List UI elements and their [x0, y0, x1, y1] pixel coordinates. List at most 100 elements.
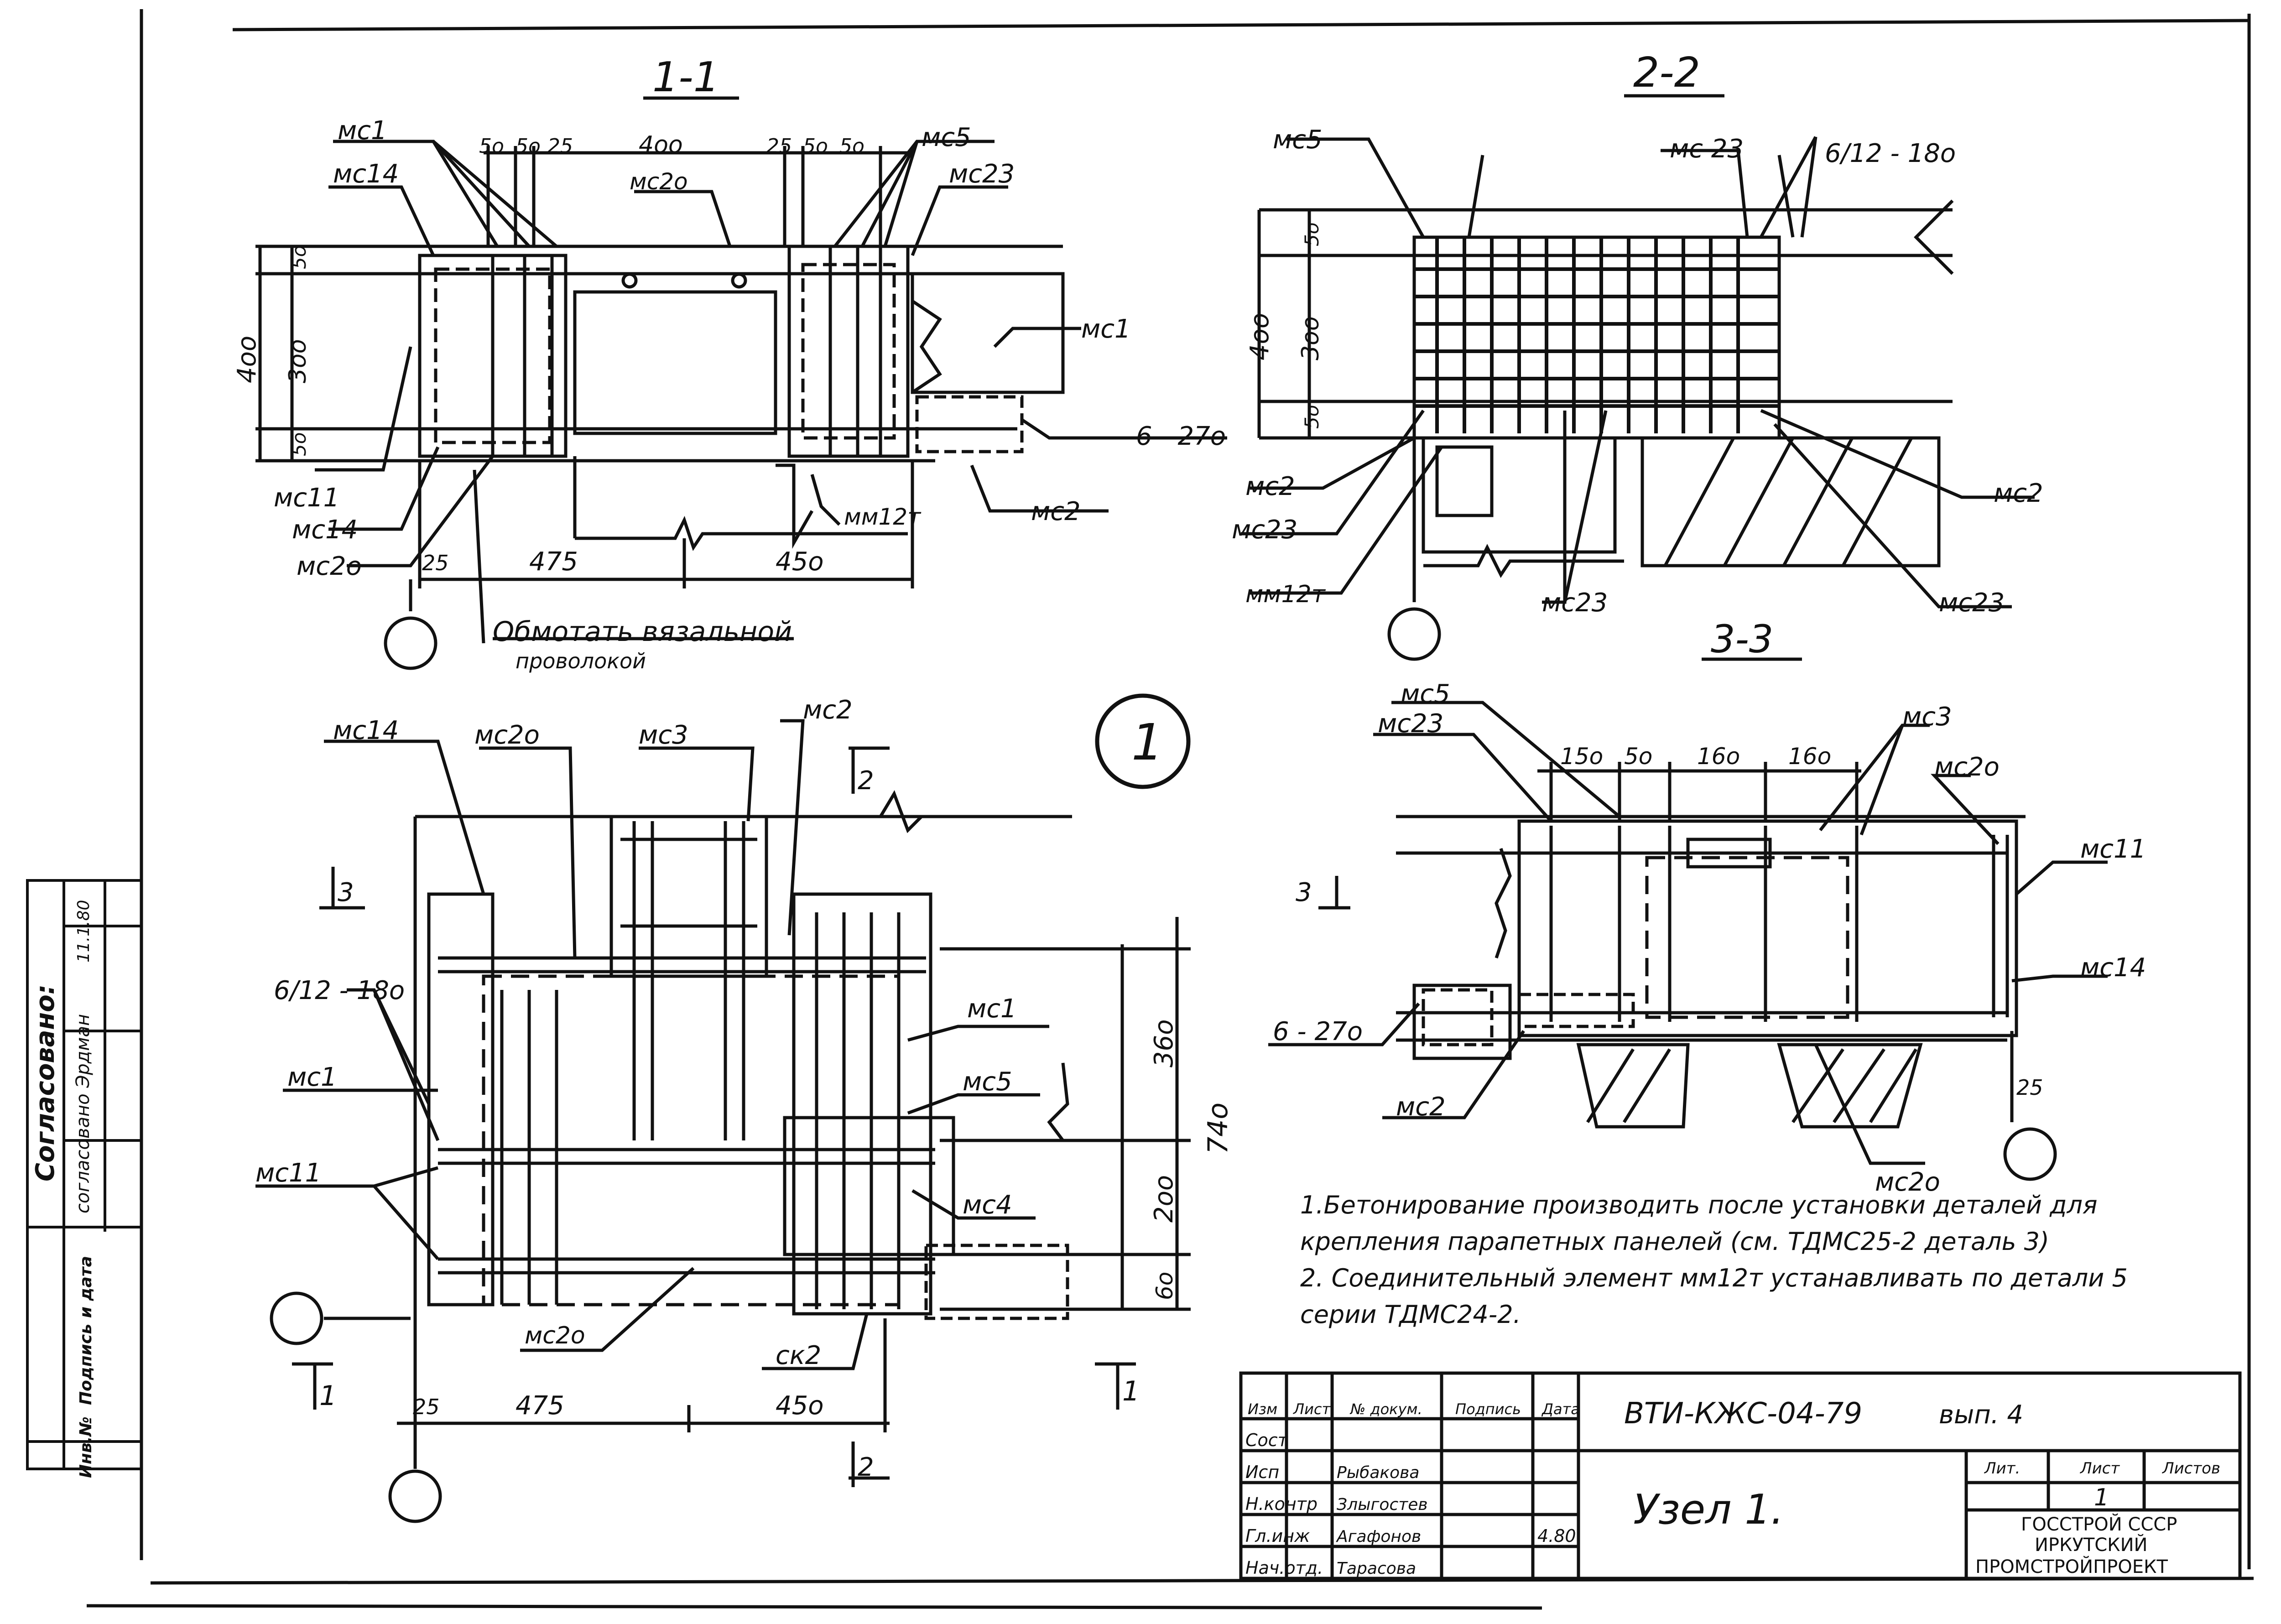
label-plan-mc2: мс2 — [803, 695, 853, 725]
tb-org-1: ГОССТРОЙ СССР — [2021, 1513, 2177, 1535]
cut-plan-3: 3 — [338, 878, 354, 907]
label-33-mc14: мс14 — [2080, 953, 2146, 983]
note-2b: серии ТДМС24-2. — [1300, 1300, 1521, 1329]
tb-hdr-sheets: Листов — [2161, 1459, 2220, 1478]
label-11-mc14-top: мс14 — [333, 159, 399, 189]
label-plan-mc11: мс11 — [255, 1158, 321, 1188]
label-11-mc5: мс5 — [922, 123, 971, 152]
note-11-wire-1: Обмотать вязальной — [493, 616, 792, 648]
label-22-mm12: мм12т — [1245, 581, 1326, 608]
tb-row-1: Исп — [1245, 1462, 1279, 1482]
label-33-bar: 6 - 27о — [1273, 1017, 1363, 1046]
label-22-mc23-left: мс23 — [1232, 515, 1297, 545]
dim-11-top-3: 4оо — [639, 131, 683, 159]
tb-name-2: Злыгостев — [1337, 1495, 1428, 1514]
side-signature-date: Подпись и дата — [77, 1256, 95, 1405]
label-plan-mc1-left: мс1 — [287, 1062, 337, 1092]
cut-plan-1-left: 1 — [319, 1380, 337, 1412]
label-plan-mc5: мс5 — [963, 1067, 1012, 1097]
dim-plan-740: 74о — [1202, 1103, 1234, 1154]
dim-11-top-1: 5о — [516, 135, 541, 158]
dim-33-top-2: 16о — [1697, 743, 1740, 770]
tb-name-3: Агафонов — [1336, 1527, 1421, 1546]
cut-plan-2-bottom: 2 — [858, 1452, 874, 1482]
dim-33-top-0: 15о — [1560, 743, 1603, 770]
dim-11-bottom-2: 45о — [776, 547, 824, 577]
dim-33-25: 25 — [2016, 1075, 2043, 1100]
dim-33-top-1: 5о — [1624, 743, 1652, 770]
label-11-mc11: мс11 — [274, 483, 339, 513]
label-22-mc23-bottom: мс23 — [1542, 588, 1608, 618]
tb-row-4: Нач.отд. — [1245, 1558, 1323, 1578]
dim-11-bottom-0: 25 — [422, 551, 449, 575]
tb-col-2: № докум. — [1349, 1400, 1422, 1418]
dim-plan-right-0: 36о — [1149, 1019, 1179, 1067]
label-11-mc2: мс2 — [1031, 497, 1081, 526]
dim-plan-bottom-2: 45о — [776, 1391, 824, 1421]
dim-22-400: 4оо — [1245, 313, 1275, 360]
label-plan-ck2: ск2 — [776, 1341, 821, 1370]
dim-11-400: 4оо — [232, 336, 262, 383]
dim-11-top-5: 5о — [803, 135, 828, 158]
label-11-mc1: мс1 — [338, 116, 387, 146]
tb-row-2: Н.контр — [1245, 1494, 1318, 1514]
node-1-marker — [1095, 693, 1191, 789]
side-agreed-with: согласовано Эрдман — [73, 1014, 94, 1213]
section-3-3: 3-3 — [1268, 617, 2146, 1197]
label-plan-mc20-bottom: мс2о — [525, 1322, 585, 1349]
tb-col-1: Лист — [1293, 1400, 1331, 1418]
note-1a: 1.Бетонирование производить после устано… — [1300, 1191, 2098, 1219]
label-11-mc20-top: мс2о — [630, 168, 688, 195]
label-plan-mc3: мс3 — [639, 720, 688, 750]
cut-plan-2-top: 2 — [858, 766, 874, 796]
label-33-mc5: мс5 — [1401, 679, 1450, 709]
dim-plan-bottom-0: 25 — [413, 1395, 440, 1419]
section-2-2-title: 2-2 — [1633, 49, 1700, 97]
tb-hdr-sheet: Лист — [2079, 1459, 2120, 1478]
dim-11-left-1: 3оо — [284, 339, 312, 383]
cut-33-3: 3 — [1296, 878, 1312, 907]
label-11-mc1-right: мс1 — [1081, 314, 1131, 344]
tb-name-4: Тарасова — [1337, 1559, 1416, 1578]
tb-issue: вып. 4 — [1939, 1400, 2023, 1430]
note-11-wire-2: проволокой — [516, 649, 646, 673]
section-1-1-title: 1-1 — [652, 53, 719, 101]
label-33-mc11: мс11 — [2080, 834, 2146, 864]
side-date: 11.1.80 — [74, 900, 93, 963]
tb-col-0: Изм — [1248, 1400, 1277, 1418]
tb-row-0: Сост — [1245, 1430, 1289, 1450]
tb-title: Узел 1. — [1633, 1486, 1784, 1534]
note-2a: 2. Соединительный элемент мм12т устанавл… — [1300, 1264, 2128, 1292]
label-22-mc23-top: мс 23 — [1670, 134, 1744, 164]
note-1b: крепления парапетных панелей (см. ТДМС25… — [1300, 1227, 2049, 1256]
notes: 1.Бетонирование производить после устано… — [1300, 1191, 2128, 1329]
dim-plan-bottom-1: 475 — [516, 1391, 564, 1421]
dim-11-bottom-1: 475 — [529, 547, 578, 577]
label-11-mm12: мм12т — [844, 504, 922, 530]
label-33-mc20-bottom: мс2о — [1875, 1167, 1940, 1197]
tb-sheet-no: 1 — [2094, 1484, 2109, 1511]
tb-col-3: Подпись — [1455, 1400, 1521, 1418]
label-plan-mc14: мс14 — [333, 716, 399, 745]
side-stamp — [26, 879, 143, 1470]
label-22-mc2-right: мс2 — [1994, 479, 2043, 508]
label-22-bar: 6/12 - 18о — [1825, 139, 1956, 168]
section-1-1: 1-1 — [232, 53, 1227, 673]
tb-row-3: Гл.инж — [1245, 1526, 1310, 1546]
dim-plan-right-1: 2оо — [1149, 1175, 1179, 1223]
label-plan-bar: 6/12 - 18о — [274, 976, 405, 1005]
dim-22-left-2: 5о — [1301, 405, 1323, 429]
label-22-mc23-right: мс23 — [1939, 588, 2005, 618]
dim-22-left-0: 5о — [1301, 223, 1323, 246]
tb-name-1: Рыбакова — [1337, 1463, 1419, 1482]
label-plan-mc4: мс4 — [963, 1190, 1012, 1220]
tb-date: 4.80 — [1537, 1526, 1576, 1546]
title-block — [1239, 1371, 2242, 1580]
dim-33-top-3: 16о — [1788, 743, 1831, 770]
dim-11-top-6: 5о — [839, 135, 864, 158]
label-33-mc2: мс2 — [1396, 1092, 1446, 1122]
dim-11-top-2: 25 — [547, 135, 573, 158]
tb-org-3: ПРОМСТРОЙПРОЕКТ — [1975, 1556, 2168, 1577]
side-inv: Инв.№ — [77, 1416, 95, 1478]
